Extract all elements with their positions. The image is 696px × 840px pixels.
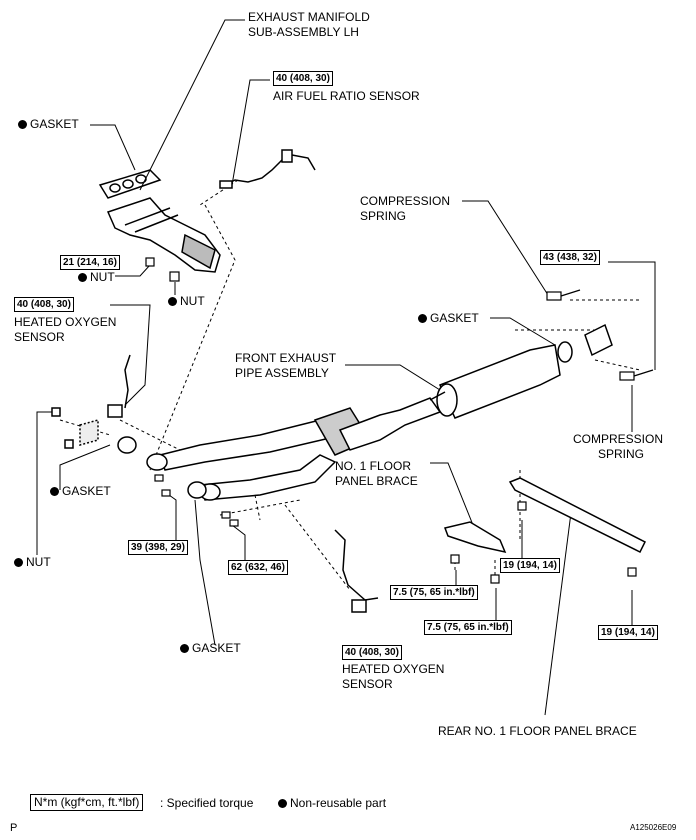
nonreusable-dot xyxy=(18,120,27,129)
torque-comp-spring: 43 (438, 32) xyxy=(540,250,600,265)
nut-parts-manifold xyxy=(145,257,180,282)
leader-torque-39 xyxy=(161,489,177,540)
torque-brace-b: 7.5 (75, 65 in.*lbf) xyxy=(424,620,512,635)
label-manifold-1: EXHAUST MANIFOLD xyxy=(248,10,370,24)
label-gasket-bottom: GASKET xyxy=(180,641,241,655)
label-manifold-2: SUB-ASSEMBLY LH xyxy=(248,25,359,39)
label-ho2-bot-1: HEATED OXYGEN xyxy=(342,662,445,676)
torque-ho2-bot: 40 (408, 30) xyxy=(342,645,402,660)
label-comp-bot-1: COMPRESSION xyxy=(573,432,664,446)
bolts xyxy=(154,474,637,584)
legend-nonreusable: Non-reusable part xyxy=(278,796,386,810)
page-marker: P xyxy=(10,822,18,834)
front-pipe-part xyxy=(146,397,442,501)
ho2-sensor-bottom-part xyxy=(334,529,379,613)
label-comp-top-2: SPRING xyxy=(360,209,407,223)
label-floor-brace-2: PANEL BRACE xyxy=(335,474,418,488)
label-gasket-top: GASKET xyxy=(18,117,79,131)
nonreusable-dot xyxy=(180,644,189,653)
figure-id: A125026E09 xyxy=(630,823,677,832)
floor-brace-part xyxy=(443,521,507,554)
nonreusable-dot xyxy=(50,487,59,496)
nonreusable-dot xyxy=(14,558,23,567)
label-gasket-right: GASKET xyxy=(418,311,479,325)
nonreusable-dot xyxy=(78,273,87,282)
torque-mid-flange: 62 (632, 46) xyxy=(228,560,288,575)
label-ho2-top-2: SENSOR xyxy=(14,330,65,344)
label-af-sensor: AIR FUEL RATIO SENSOR xyxy=(273,89,420,103)
leader-nut-a xyxy=(115,264,151,277)
label-ho2-top-1: HEATED OXYGEN xyxy=(14,315,117,329)
label-front-pipe-1: FRONT EXHAUST xyxy=(235,351,337,365)
leader-gasket-right xyxy=(490,317,556,346)
torque-af-sensor: 40 (408, 30) xyxy=(273,71,333,86)
label-comp-bot-2: SPRING xyxy=(598,447,645,461)
nonreusable-dot xyxy=(168,297,177,306)
muffler-part xyxy=(429,344,561,419)
leader-af-sensor xyxy=(231,79,270,186)
leader-nut-left xyxy=(36,411,52,555)
label-comp-top-1: COMPRESSION xyxy=(360,194,451,208)
nonreusable-dot xyxy=(418,314,427,323)
leader-torque-comp xyxy=(608,261,656,370)
legend-torque-text: : Specified torque xyxy=(160,796,254,810)
dashed-guides xyxy=(59,179,641,591)
gasket-right-part xyxy=(557,323,613,363)
label-ho2-bot-2: SENSOR xyxy=(342,677,393,691)
legend-torque-box: N*m (kgf*cm, ft.*lbf) xyxy=(30,794,144,811)
torque-rear-b: 19 (194, 14) xyxy=(598,625,658,640)
nonreusable-dot xyxy=(278,799,287,808)
exhaust-manifold-part xyxy=(106,197,221,273)
torque-ho2-top: 40 (408, 30) xyxy=(14,297,74,312)
torque-nut-manifold: 21 (214, 16) xyxy=(60,255,120,270)
left-gaskets-nuts xyxy=(51,407,207,499)
label-nut-a: NUT xyxy=(78,270,115,284)
ho2-sensor-top-part xyxy=(107,354,131,418)
torque-front-flange: 39 (398, 29) xyxy=(128,540,188,555)
label-nut-b: NUT xyxy=(168,294,205,308)
leader-torque-62 xyxy=(231,524,246,560)
leader-rear-brace xyxy=(544,504,573,716)
leader-comp-top xyxy=(462,200,549,296)
torque-brace-a: 7.5 (75, 65 in.*lbf) xyxy=(390,585,478,600)
gasket-manifold-part xyxy=(98,169,162,199)
leader-gasket-left xyxy=(59,444,111,490)
leader-ho2-top xyxy=(110,304,151,406)
leader-floor-brace xyxy=(430,462,476,531)
label-rear-brace: REAR NO. 1 FLOOR PANEL BRACE xyxy=(438,724,637,738)
compression-springs xyxy=(546,289,654,381)
rear-brace-part xyxy=(508,477,647,554)
label-nut-left: NUT xyxy=(14,555,51,569)
label-front-pipe-2: PIPE ASSEMBLY xyxy=(235,366,329,380)
label-gasket-left: GASKET xyxy=(50,484,111,498)
label-floor-brace-1: NO. 1 FLOOR xyxy=(335,459,412,473)
leader-gasket-bottom xyxy=(194,499,216,646)
leader-front-pipe xyxy=(345,364,441,391)
leader-manifold xyxy=(139,19,245,191)
af-sensor-part xyxy=(219,149,316,189)
torque-rear-a: 19 (194, 14) xyxy=(500,558,560,573)
leader-gasket-top xyxy=(90,124,136,171)
